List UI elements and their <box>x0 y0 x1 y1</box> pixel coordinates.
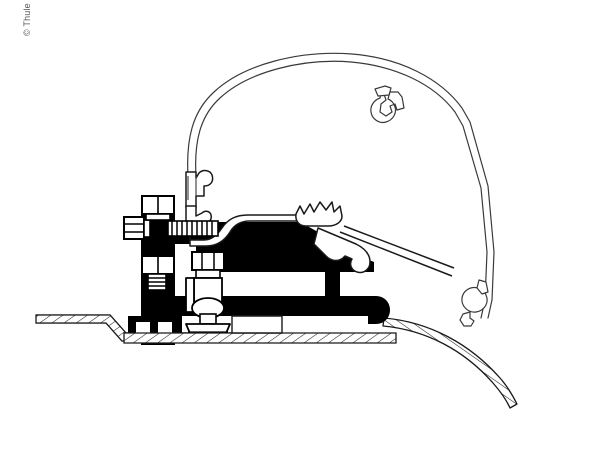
rail-connector-lines <box>187 176 197 200</box>
roof-channel-recess <box>231 315 283 334</box>
hex-nut-upper <box>141 195 175 221</box>
clamp-bolt-vertical <box>185 251 225 325</box>
hex-bolt-left <box>123 216 219 240</box>
copyright-label: © Thule <box>22 3 32 36</box>
roof-hook-lower-icon <box>459 279 489 327</box>
roof-hook-upper-icon <box>370 85 405 124</box>
roof-panel-center-strip <box>123 332 397 344</box>
hex-nut-lower <box>141 255 175 291</box>
roof-panel-right <box>382 317 518 409</box>
vehicle-roof-outline <box>187 52 495 319</box>
awning-hook-clamp <box>295 201 455 277</box>
